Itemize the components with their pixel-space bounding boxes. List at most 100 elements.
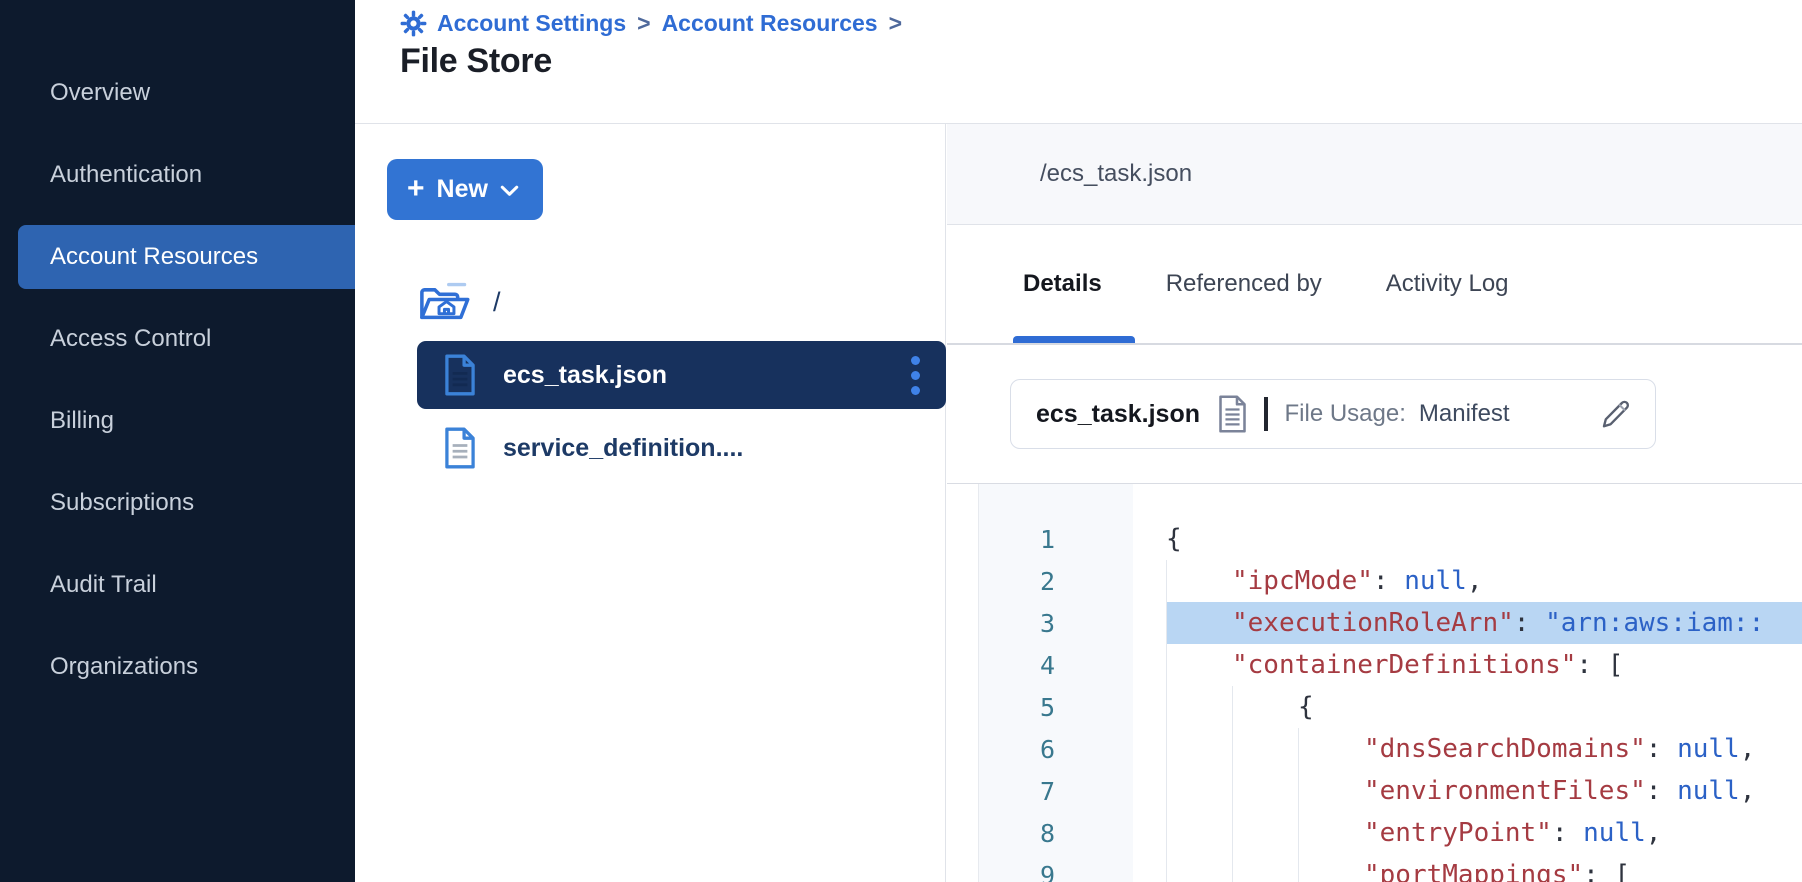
code-token: null	[1404, 566, 1467, 596]
code-token: ,	[1466, 566, 1483, 596]
code-token: "executionRoleArn"	[1232, 608, 1514, 638]
sidebar-item-account-resources[interactable]: Account Resources	[18, 225, 355, 289]
file-row-ecs-task-json[interactable]: ecs_task.json	[417, 341, 946, 409]
line-number: 1	[1039, 524, 1055, 554]
code-line-1: 1{	[947, 518, 1802, 560]
pencil-icon	[1599, 397, 1633, 431]
breadcrumb-separator: >	[888, 10, 903, 36]
file-menu-button[interactable]	[903, 350, 928, 401]
chevron-down-icon	[500, 185, 519, 197]
sidebar-item-organizations[interactable]: Organizations	[50, 653, 199, 680]
file-path-bar: /ecs_task.json	[947, 124, 1802, 225]
sidebar-item-subscriptions[interactable]: Subscriptions	[50, 489, 195, 516]
sidebar-item-access-control[interactable]: Access Control	[50, 325, 212, 352]
indent-guide	[1166, 854, 1232, 882]
new-button-label: New	[436, 175, 488, 203]
code-token: [	[1614, 860, 1631, 882]
line-number: 8	[1039, 818, 1055, 848]
document-icon	[1216, 394, 1249, 434]
tab-activity-log[interactable]: Activity Log	[1385, 270, 1509, 297]
code-token: null	[1583, 818, 1646, 848]
file-row-service-definition[interactable]: service_definition....	[417, 421, 946, 475]
code-line-6: 6 "dnsSearchDomains": null,	[947, 728, 1802, 770]
line-number: 5	[1039, 692, 1055, 722]
line-number: 4	[1039, 650, 1055, 680]
code-line-3: 3 "executionRoleArn": "arn:aws:iam::	[947, 602, 1802, 644]
line-number: 7	[1039, 776, 1055, 806]
file-name: service_definition....	[503, 433, 744, 462]
code-line-2: 2"ipcMode": null,	[947, 560, 1802, 602]
code-viewer[interactable]: 1{2"ipcMode": null,3"executionRoleArn": …	[947, 483, 1802, 882]
indent-guide	[1298, 770, 1364, 812]
indent-guide	[1232, 854, 1298, 882]
code-line-7: 7"environmentFiles": null,	[947, 770, 1802, 812]
tab-referenced-by[interactable]: Referenced by	[1165, 270, 1322, 297]
sidebar-item-overview[interactable]: Overview	[50, 79, 151, 106]
code-token: :	[1645, 776, 1678, 806]
breadcrumb-link-account-resources[interactable]: Account Resources	[661, 10, 878, 36]
file-browser-panel: + New /	[355, 124, 946, 882]
code-token: :	[1372, 566, 1405, 596]
indent-guide	[1232, 686, 1298, 728]
file-info-name: ecs_task.json	[1036, 399, 1200, 428]
breadcrumb-link-account-settings[interactable]: Account Settings	[437, 10, 627, 36]
code-line-9: 9"portMappings": [	[947, 854, 1802, 882]
code-token: ,	[1739, 734, 1756, 764]
code-token: ,	[1645, 818, 1662, 848]
code-token: "portMappings"	[1364, 860, 1584, 882]
code-token: :	[1513, 608, 1546, 638]
code-token: null	[1677, 776, 1740, 806]
indent-guide	[1166, 560, 1232, 602]
code-token: :	[1576, 650, 1608, 680]
indent-guide	[1232, 812, 1298, 854]
settings-gear-icon	[400, 10, 427, 37]
code-lines: 1{2"ipcMode": null,3"executionRoleArn": …	[947, 518, 1802, 882]
sidebar-item-authentication[interactable]: Authentication	[50, 161, 203, 188]
code-token: "containerDefinitions"	[1232, 650, 1577, 680]
indent-guide	[1232, 770, 1298, 812]
tab-details[interactable]: Details	[1023, 270, 1102, 297]
file-usage-label: File Usage:	[1284, 400, 1406, 427]
code-token: {	[1166, 524, 1182, 554]
indent-guide	[1166, 644, 1232, 686]
breadcrumb: Account Settings > Account Resources >	[400, 8, 903, 38]
line-number: 9	[1039, 860, 1055, 882]
active-tab-underline	[1013, 336, 1135, 343]
code-token: "dnsSearchDomains"	[1364, 734, 1646, 764]
kebab-icon	[911, 355, 920, 395]
code-line-8: 8"entryPoint": null,	[947, 812, 1802, 854]
indent-guide	[1298, 728, 1364, 770]
edit-file-usage-button[interactable]	[1597, 395, 1635, 433]
code-token: "entryPoint"	[1364, 818, 1552, 848]
code-gutter	[978, 484, 1133, 882]
root-folder-row[interactable]: /	[417, 282, 501, 323]
separator-bar	[1264, 397, 1268, 431]
file-info-card: ecs_task.json File Usage: Manifest	[1010, 379, 1656, 449]
indent-guide	[1166, 602, 1232, 644]
code-token: :	[1645, 734, 1678, 764]
plus-icon: +	[407, 171, 425, 205]
indent-guide	[1166, 686, 1232, 728]
root-path-label: /	[493, 287, 501, 317]
file-detail-panel: /ecs_task.json Details Referenced by Activ…	[947, 124, 1802, 882]
home-folder-icon	[417, 282, 473, 323]
line-number: 6	[1039, 734, 1055, 764]
line-number: 3	[1039, 608, 1055, 638]
file-name: ecs_task.json	[503, 360, 667, 389]
code-line-5: 5{	[947, 686, 1802, 728]
breadcrumb-separator: >	[637, 10, 651, 36]
sidebar-item-billing[interactable]: Billing	[50, 407, 115, 434]
page-title: File Store	[400, 42, 552, 80]
indent-guide	[1232, 728, 1298, 770]
page-header: Account Settings > Account Resources > F…	[355, 0, 1802, 124]
new-button[interactable]: + New	[387, 159, 543, 220]
code-token: "arn:aws:iam::	[1545, 608, 1765, 638]
file-usage-value: Manifest	[1418, 400, 1510, 427]
tabs-divider	[947, 343, 1802, 345]
indent-guide	[1298, 812, 1364, 854]
code-token: null	[1677, 734, 1740, 764]
line-number: 2	[1039, 566, 1055, 596]
sidebar-item-audit-trail[interactable]: Audit Trail	[50, 571, 157, 598]
